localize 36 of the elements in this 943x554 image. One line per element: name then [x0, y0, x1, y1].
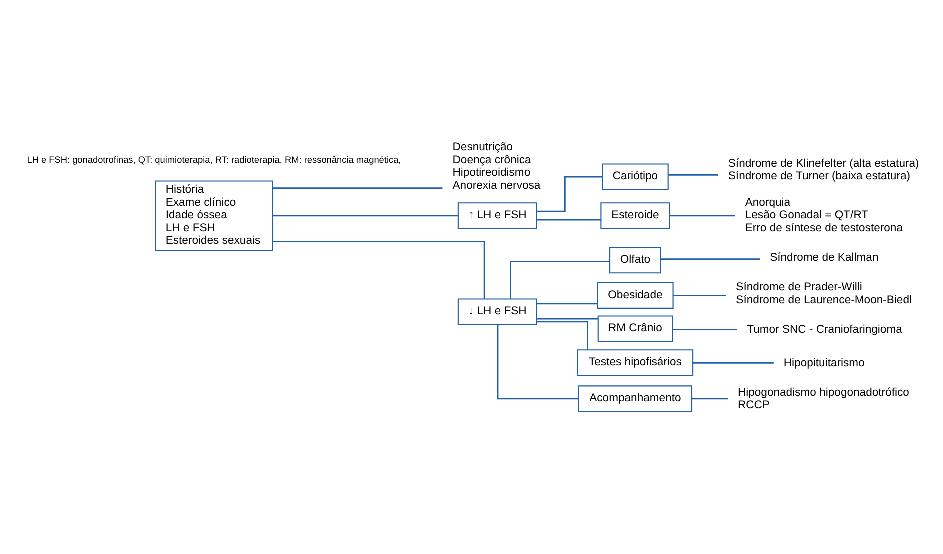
label: LH e FSH: gonadotrofinas, QT: quimioterapia, RT: radioterapia, RM: ressonância magnética,: [27, 155, 402, 166]
node-text: Hipogonadismo hipogonadotrófico RCCP: [738, 386, 910, 412]
node-box: Obesidade: [597, 282, 674, 309]
node-text: Tumor SNC - Craniofaringioma: [747, 324, 902, 336]
connector: [661, 258, 760, 260]
node-box: Esteroide: [600, 202, 670, 230]
node-box: História Exame clínico Idade óssea LH e FSH Esteroides sexuais: [155, 180, 274, 252]
node-text: Desnutrição Doença crônica Hipotireoidismo Anorexia nervosa: [452, 142, 541, 192]
node-box: Acompanhamento: [578, 386, 693, 412]
connector: [692, 398, 728, 400]
connector: [536, 321, 588, 350]
connector: [272, 215, 458, 217]
connector: [673, 295, 726, 296]
connector: [272, 240, 486, 300]
node-box: ↑ LH e FSH: [458, 202, 538, 230]
connector: [670, 215, 736, 217]
connector: [693, 362, 774, 364]
connector: [536, 176, 603, 212]
node-text: Síndrome de Klinefelter (alta estatura) Síndrome de Turner (baixa estatura): [728, 158, 920, 183]
node-text: Síndrome de Kallman: [770, 252, 879, 264]
node-box: Cariótipo: [602, 164, 669, 190]
node-box: Testes hipofisários: [577, 350, 694, 376]
connector: [497, 324, 579, 400]
connector: [510, 261, 610, 300]
connector: [272, 188, 443, 189]
connector: [668, 174, 718, 176]
node-text: Síndrome de Prader-Willi Síndrome de Laurence-Moon-Biedl: [736, 282, 912, 306]
connector: [536, 303, 598, 305]
node-box: ↓ LH e FSH: [458, 298, 538, 326]
node-text: Hipopituitarismo: [784, 357, 865, 370]
connector: [536, 219, 602, 221]
node-box: RM Crânio: [598, 316, 674, 342]
connector: [672, 328, 738, 330]
node-box: Olfato: [610, 247, 662, 274]
node-text: Anorquia Lesão Gonadal = QT/RT Erro de síntese de testosterona: [745, 196, 903, 234]
connector: [536, 318, 598, 320]
